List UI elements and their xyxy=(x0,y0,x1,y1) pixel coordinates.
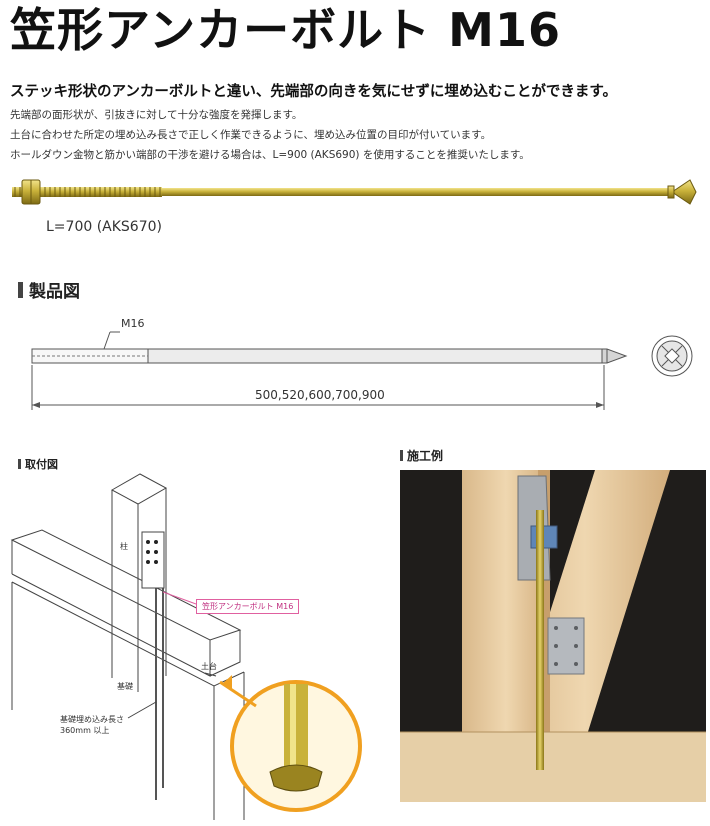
lead-text: ステッキ形状のアンカーボルトと違い、先端部の向きを気にせずに埋め込むことができま… xyxy=(10,84,617,100)
section-title: 施工例 xyxy=(407,449,444,463)
embed-length-label: 基礎埋め込み長さ xyxy=(60,715,124,724)
thread-label: M16 xyxy=(121,317,145,330)
installation-photo xyxy=(400,470,706,802)
embed-length-value: 360mm 以上 xyxy=(60,726,110,735)
section-marker xyxy=(18,281,23,298)
page-title: 笠形アンカーボルト M16 xyxy=(10,3,561,57)
foundation-label: 基礎 xyxy=(117,682,133,691)
section-title: 取付図 xyxy=(25,458,58,471)
post-label: 柱 xyxy=(120,542,128,551)
bolt-photo xyxy=(12,179,697,205)
mounting-diagram xyxy=(10,473,362,820)
anchor-bolt-callout: 笠形アンカーボルト M16 xyxy=(196,599,300,614)
section-marker xyxy=(400,450,403,461)
sill-label: 土台 xyxy=(201,662,217,671)
note-1: 先端部の面形状が、引抜きに対して十分な強度を発揮します。 xyxy=(10,109,303,121)
section-installation-example: 施工例 xyxy=(400,447,443,464)
section-title: 製品図 xyxy=(29,282,80,302)
note-2: 土台に合わせた所定の埋め込み長さで正しく作業できるように、埋め込み位置の目印が付… xyxy=(10,129,492,141)
section-mounting: 取付図 xyxy=(18,456,58,472)
bolt-length-label: L=700 (AKS670) xyxy=(46,219,162,235)
note-3: ホールダウン金物と筋かい端部の干渉を避ける場合は、L=900 (AKS690) … xyxy=(10,149,530,161)
product-drawing xyxy=(31,331,693,410)
lengths-label: 500,520,600,700,900 xyxy=(255,388,385,402)
section-marker xyxy=(18,459,21,469)
section-product-drawing: 製品図 xyxy=(18,277,80,302)
